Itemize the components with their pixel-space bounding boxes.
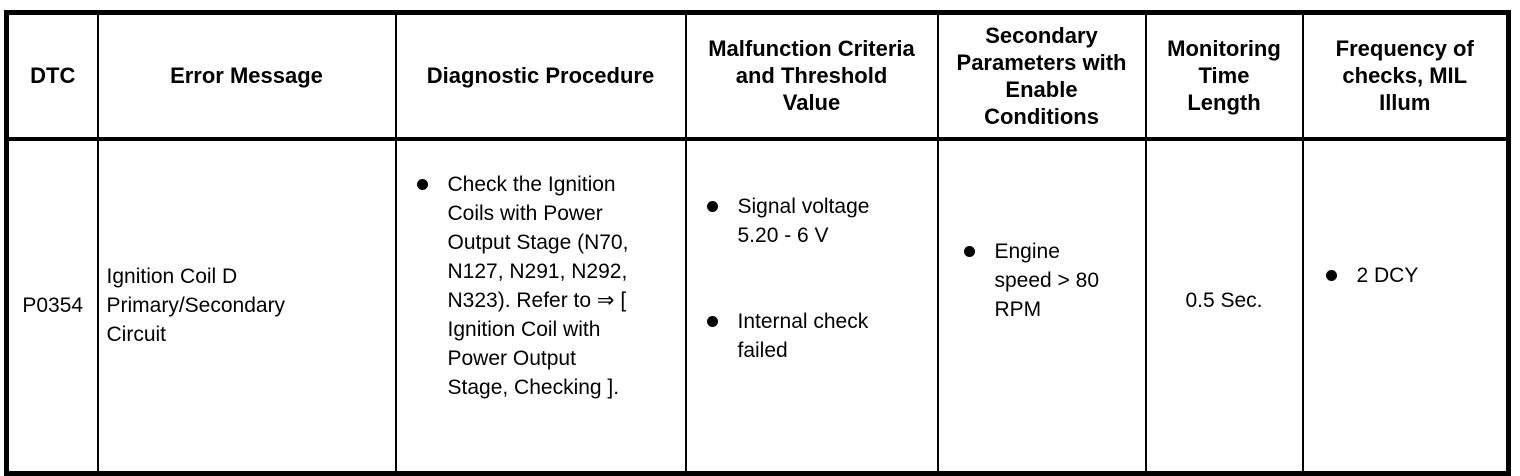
col-header-secondary-parameters: Secondary Parameters with Enable Conditi… — [936, 11, 1147, 141]
col-header-error-message: Error Message — [96, 11, 397, 141]
document-page: DTC Error Message Diagnostic Procedure M… — [4, 10, 1511, 476]
col-header-dtc: DTC — [5, 11, 99, 141]
cell-diagnostic-procedure: Check the Ignition Coils with Power Outp… — [394, 137, 687, 474]
list-item-text: Internal check failed — [737, 309, 869, 362]
list-item: Internal check failed — [706, 307, 931, 365]
list-item: Signal voltage 5.20 - 6 V — [706, 192, 931, 250]
list-item-text: 2 DCY — [1356, 264, 1419, 287]
cell-error-message: Ignition Coil D Primary/Secondary Circui… — [96, 137, 397, 474]
table-row: P0354 Ignition Coil D Primary/Secondary … — [5, 137, 1510, 474]
cell-monitoring-time: 0.5 Sec. — [1144, 137, 1304, 474]
col-header-frequency: Frequency of checks, MIL Illum — [1301, 11, 1510, 141]
bullet-icon — [416, 178, 428, 190]
list-item: Check the Ignition Coils with Power Outp… — [416, 170, 679, 402]
list-item: 2 DCY — [1325, 261, 1501, 290]
col-header-malfunction-criteria: Malfunction Criteria and Threshold Value — [684, 11, 939, 141]
bullet-icon — [963, 246, 975, 257]
dtc-table: DTC Error Message Diagnostic Procedure M… — [4, 10, 1511, 476]
cell-malfunction-criteria: Signal voltage 5.20 - 6 V Internal check… — [684, 137, 939, 474]
col-header-monitoring-time: Monitoring Time Length — [1144, 11, 1304, 141]
header-row: DTC Error Message Diagnostic Procedure M… — [5, 11, 1510, 141]
cell-dtc-code: P0354 — [5, 137, 99, 474]
bullet-icon — [706, 200, 718, 212]
cell-frequency-of-checks: 2 DCY — [1301, 137, 1510, 474]
bullet-icon — [706, 315, 718, 327]
col-header-diagnostic-procedure: Diagnostic Procedure — [394, 11, 687, 141]
list-item-text: Signal voltage 5.20 - 6 V — [737, 194, 870, 247]
list-item-text: Check the Ignition Coils with Power Outp… — [447, 172, 629, 399]
list-item: Engine speed > 80 RPM — [963, 237, 1139, 324]
bullet-icon — [1325, 270, 1337, 281]
list-item-text: Engine speed > 80 RPM — [994, 240, 1100, 321]
cell-secondary-parameters: Engine speed > 80 RPM — [936, 137, 1147, 474]
